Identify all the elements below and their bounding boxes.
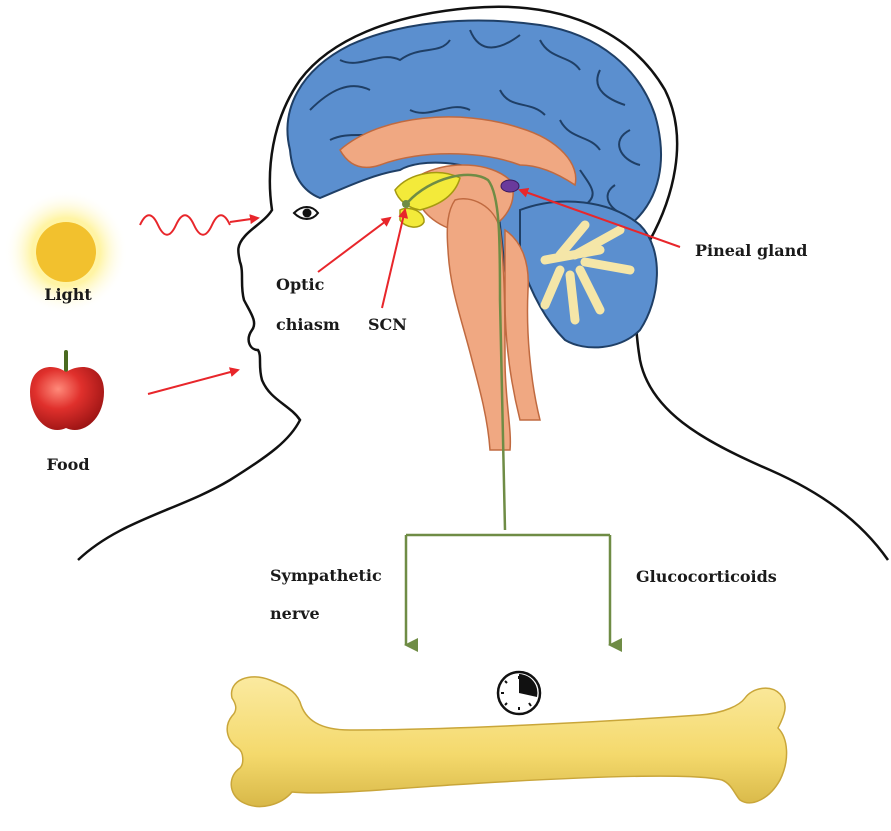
pineal-gland: [501, 180, 519, 192]
label-pineal-gland: Pineal gland: [695, 241, 807, 260]
apple-icon: [30, 350, 104, 430]
label-sympathetic-line2: nerve: [270, 604, 320, 623]
label-light: Light: [44, 285, 92, 304]
label-optic-line2: chiasm: [276, 315, 340, 334]
clock-icon: [498, 672, 540, 714]
label-sympathetic-line1: Sympathetic: [270, 566, 382, 585]
scn-arrow: [382, 210, 405, 308]
food-arrow: [148, 370, 238, 394]
eye-icon: [294, 207, 318, 219]
label-glucocorticoids: Glucocorticoids: [636, 567, 777, 586]
label-food: Food: [46, 455, 89, 474]
wave-icon: [140, 215, 230, 235]
label-optic-line1: Optic: [276, 275, 325, 294]
light-arrow: [230, 218, 258, 222]
label-scn: SCN: [368, 315, 407, 334]
optic-chiasm-arrow: [318, 218, 390, 272]
